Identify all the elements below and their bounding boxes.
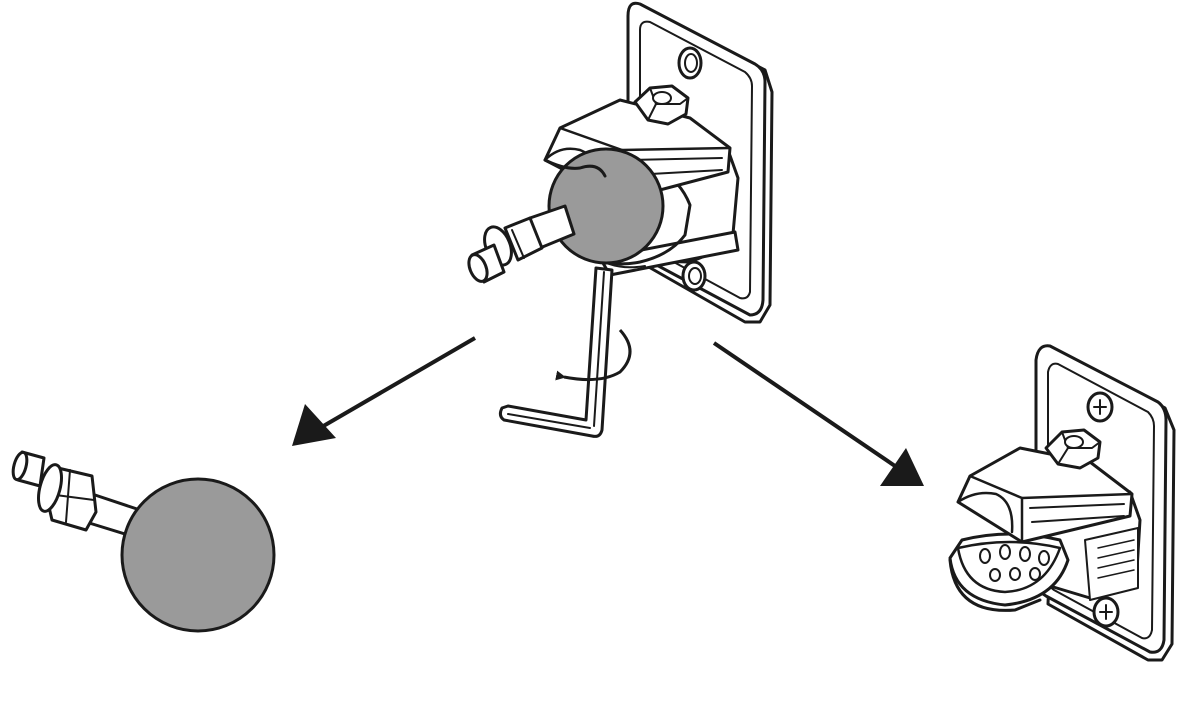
hex-key-icon — [498, 266, 614, 438]
speaker-wall-mount-assembled-icon — [467, 1, 774, 324]
counterclockwise-rotation-arrow-icon — [555, 328, 632, 382]
open-ball-socket-bracket-icon — [948, 344, 1176, 662]
arrow-to-open-mount-icon — [712, 341, 924, 486]
arrow-to-ball-stud-icon — [292, 336, 477, 446]
ball-stud-icon — [11, 450, 276, 633]
